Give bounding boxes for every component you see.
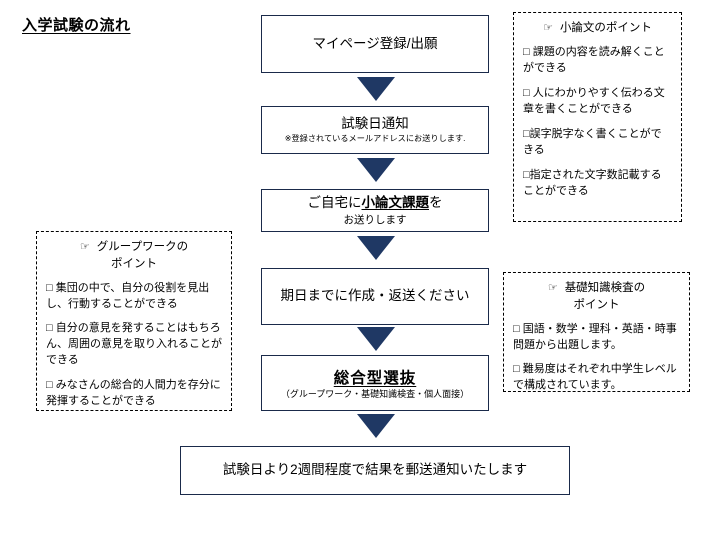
flow-step-mypage-label: マイページ登録/出願 — [312, 35, 438, 51]
down-arrow-icon — [357, 77, 395, 101]
note-box-basic-knowledge-heading: ☞ 基礎知識検査の ポイント — [513, 280, 680, 314]
flow-step-comprehensive-selection-label: 総合型選抜 — [333, 369, 417, 387]
flow-step-essay-task-prefix: ご自宅に — [307, 194, 362, 210]
pointing-hand-icon: ☞ — [547, 282, 558, 294]
flow-step-comprehensive-selection[interactable]: 総合型選抜 （グループワーク・基礎知識検査・個人面接） — [261, 355, 489, 411]
flow-step-mypage[interactable]: マイページ登録/出願 — [261, 15, 489, 73]
note-box-essay: ☞ 小論文のポイント □ 課題の内容を読み解くことができる □ 人にわかりやすく伝… — [513, 12, 682, 222]
down-arrow-icon — [357, 414, 395, 438]
note-box-basic-knowledge-heading-line2: ポイント — [573, 298, 620, 311]
flow-step-exam-date-notice-note: ※登録されているメールアドレスにお送りします. — [284, 134, 466, 144]
note-item: □誤字脱字なく書くことができる — [523, 127, 662, 156]
flow-step-comprehensive-selection-note: （グループワーク・基礎知識検査・個人面接） — [280, 388, 470, 399]
down-arrow-icon — [357, 327, 395, 351]
note-box-essay-heading-text: 小論文のポイント — [559, 22, 652, 34]
flow-step-submit-by-deadline[interactable]: 期日までに作成・返送ください — [261, 268, 489, 325]
flow-step-essay-task[interactable]: ご自宅に小論文課題を お送りします — [261, 189, 489, 232]
note-item: □ 課題の内容を読み解くことができる — [523, 45, 665, 74]
flow-step-essay-task-label: ご自宅に小論文課題を — [308, 194, 443, 212]
note-item: □ 国語・数学・理科・英語・時事問題から出題します。 — [513, 322, 677, 351]
flow-step-result-notice[interactable]: 試験日より2週間程度で結果を郵送通知いたします — [180, 446, 570, 495]
flow-step-submit-by-deadline-label: 期日までに作成・返送ください — [280, 288, 470, 304]
flow-step-essay-task-note: お送りします — [343, 214, 407, 227]
note-box-groupwork: ☞ グループワークの ポイント □ 集団の中で、自分の役割を見出し、行動することが… — [36, 231, 232, 411]
flow-step-essay-task-suffix: を — [429, 194, 443, 210]
flow-step-exam-date-notice[interactable]: 試験日通知 ※登録されているメールアドレスにお送りします. — [261, 106, 489, 154]
note-item: □ 人にわかりやすく伝わる文章を書くことができる — [523, 86, 665, 115]
note-box-basic-knowledge-heading-line1: 基礎知識検査の — [564, 282, 646, 294]
note-item: □指定された文字数記載することができる — [523, 168, 662, 197]
note-item: □ 自分の意見を発することはもちろん、周囲の意見を取り入れることができる — [46, 322, 222, 367]
down-arrow-icon — [357, 236, 395, 260]
note-item: □ みなさんの総合的人間力を存分に発揮することができる — [46, 379, 221, 408]
note-box-groupwork-heading: ☞ グループワークの ポイント — [46, 239, 222, 273]
pointing-hand-icon: ☞ — [543, 22, 553, 34]
flow-step-exam-date-notice-label: 試験日通知 — [341, 116, 409, 132]
flow-step-essay-task-emphasis: 小論文課題 — [361, 194, 430, 210]
note-box-groupwork-heading-line2: ポイント — [111, 257, 157, 270]
down-arrow-icon — [357, 158, 395, 182]
note-item: □ 難易度はそれぞれ中学生レベルで構成されています。 — [513, 363, 677, 392]
note-box-groupwork-heading-line1: グループワークの — [96, 241, 189, 253]
flow-step-result-notice-label: 試験日より2週間程度で結果を郵送通知いたします — [222, 462, 528, 478]
pointing-hand-icon: ☞ — [79, 241, 90, 253]
page-title: 入学試験の流れ — [22, 17, 131, 34]
note-item: □ 集団の中で、自分の役割を見出し、行動することができる — [46, 281, 210, 310]
note-box-basic-knowledge: ☞ 基礎知識検査の ポイント □ 国語・数学・理科・英語・時事問題から出題します。… — [503, 272, 690, 392]
note-box-essay-heading: ☞ 小論文のポイント — [523, 20, 672, 37]
